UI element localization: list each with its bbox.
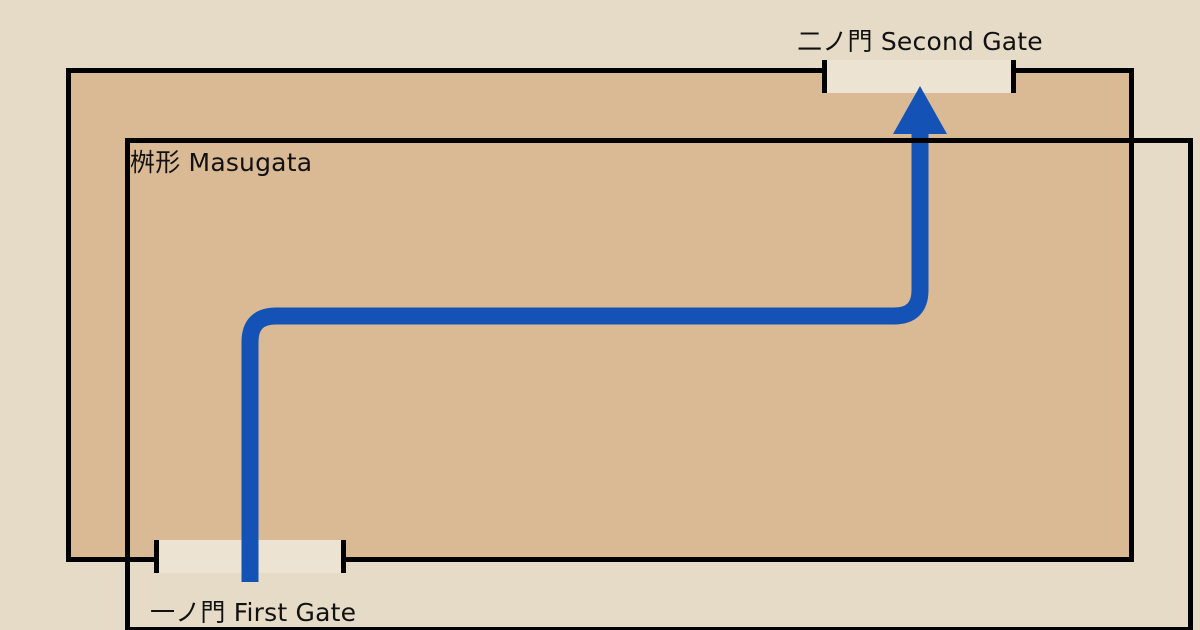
second-gate-right-post — [1011, 60, 1016, 93]
first-gate-left-post — [154, 540, 159, 573]
courtyard-label: 桝形 Masugata — [125, 138, 1193, 630]
second-gate-left-post — [822, 60, 827, 93]
second-gate-opening — [825, 60, 1013, 93]
second-gate-label: 二ノ門 Second Gate — [797, 27, 1043, 56]
first-gate-label: 一ノ門 First Gate — [150, 598, 357, 627]
